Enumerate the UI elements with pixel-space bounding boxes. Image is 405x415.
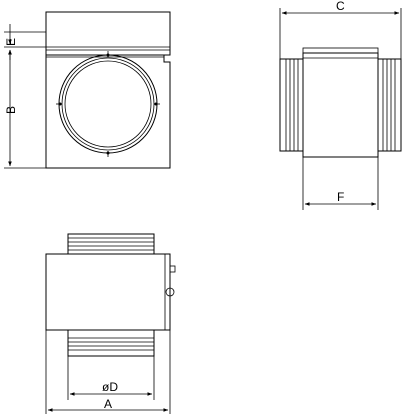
plan-view-body (45, 253, 171, 331)
front-view: E B (4, 11, 171, 169)
dim-c-label: C (336, 0, 345, 13)
duct-opening-inner (64, 60, 152, 148)
plan-view-lower-spigot (67, 329, 155, 357)
plan-view-upper-spigot (67, 233, 155, 255)
side-view-left-spigot (279, 58, 304, 152)
side-view: C F (279, 0, 402, 210)
duct-flange-ring (61, 57, 155, 151)
side-view-right-spigot (377, 58, 402, 152)
plan-view: øD A (45, 233, 176, 414)
dim-f-label: F (337, 190, 344, 204)
front-view-lid (45, 11, 171, 56)
dim-d-label: øD (102, 380, 118, 394)
duct-flange-outer (58, 54, 158, 154)
dim-b-label: B (4, 106, 18, 114)
dim-a-label: A (104, 397, 112, 411)
dim-e-label: E (4, 38, 18, 46)
side-view-body (302, 52, 379, 158)
